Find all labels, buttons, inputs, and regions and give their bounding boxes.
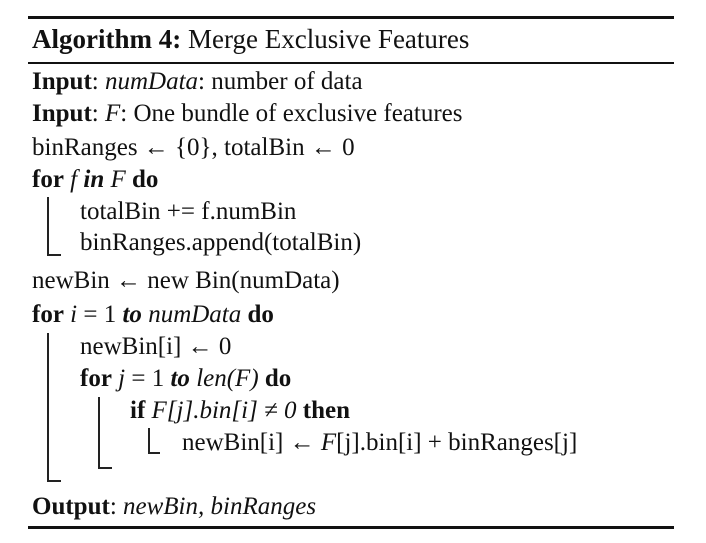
if-block-tick bbox=[148, 452, 160, 454]
top-rule bbox=[28, 16, 674, 19]
body-line-totalbin: totalBin += f.numBin bbox=[80, 198, 297, 225]
for-f-block-bar bbox=[47, 197, 49, 254]
for-i-line: for i = 1 to numData do bbox=[32, 301, 274, 328]
for-j-block-tick bbox=[98, 467, 112, 469]
reset-newbin-line: newBin[i] ← 0 bbox=[80, 333, 232, 360]
input-line-2: Input: F: One bundle of exclusive featur… bbox=[32, 100, 463, 127]
if-line: if F[j].bin[i] ≠ 0 then bbox=[130, 397, 351, 424]
for-f-line: for f in F do bbox=[32, 166, 159, 193]
output-line: Output: newBin, binRanges bbox=[32, 493, 317, 520]
for-i-block-tick bbox=[47, 480, 61, 482]
algorithm-label: Algorithm 4: bbox=[32, 24, 182, 54]
if-block-bar bbox=[148, 428, 150, 452]
algorithm-title: Merge Exclusive Features bbox=[187, 24, 470, 54]
for-j-line: for j = 1 to len(F) do bbox=[80, 365, 292, 392]
input-line-1: Input: numData: number of data bbox=[32, 68, 363, 95]
bottom-rule bbox=[28, 526, 674, 529]
assign-line: newBin[i] ← F[j].bin[i] + binRanges[j] bbox=[182, 429, 578, 456]
body-line-append: binRanges.append(totalBin) bbox=[80, 229, 362, 256]
init-line: binRanges ← {0}, totalBin ← 0 bbox=[32, 134, 355, 161]
newbin-line: newBin ← new Bin(numData) bbox=[32, 267, 340, 294]
for-j-block-bar bbox=[98, 397, 100, 467]
caption-rule bbox=[28, 62, 674, 64]
for-f-block-tick bbox=[47, 254, 61, 256]
algorithm-caption: Algorithm 4: Merge Exclusive Features bbox=[32, 23, 469, 55]
for-i-block-bar bbox=[47, 333, 49, 480]
